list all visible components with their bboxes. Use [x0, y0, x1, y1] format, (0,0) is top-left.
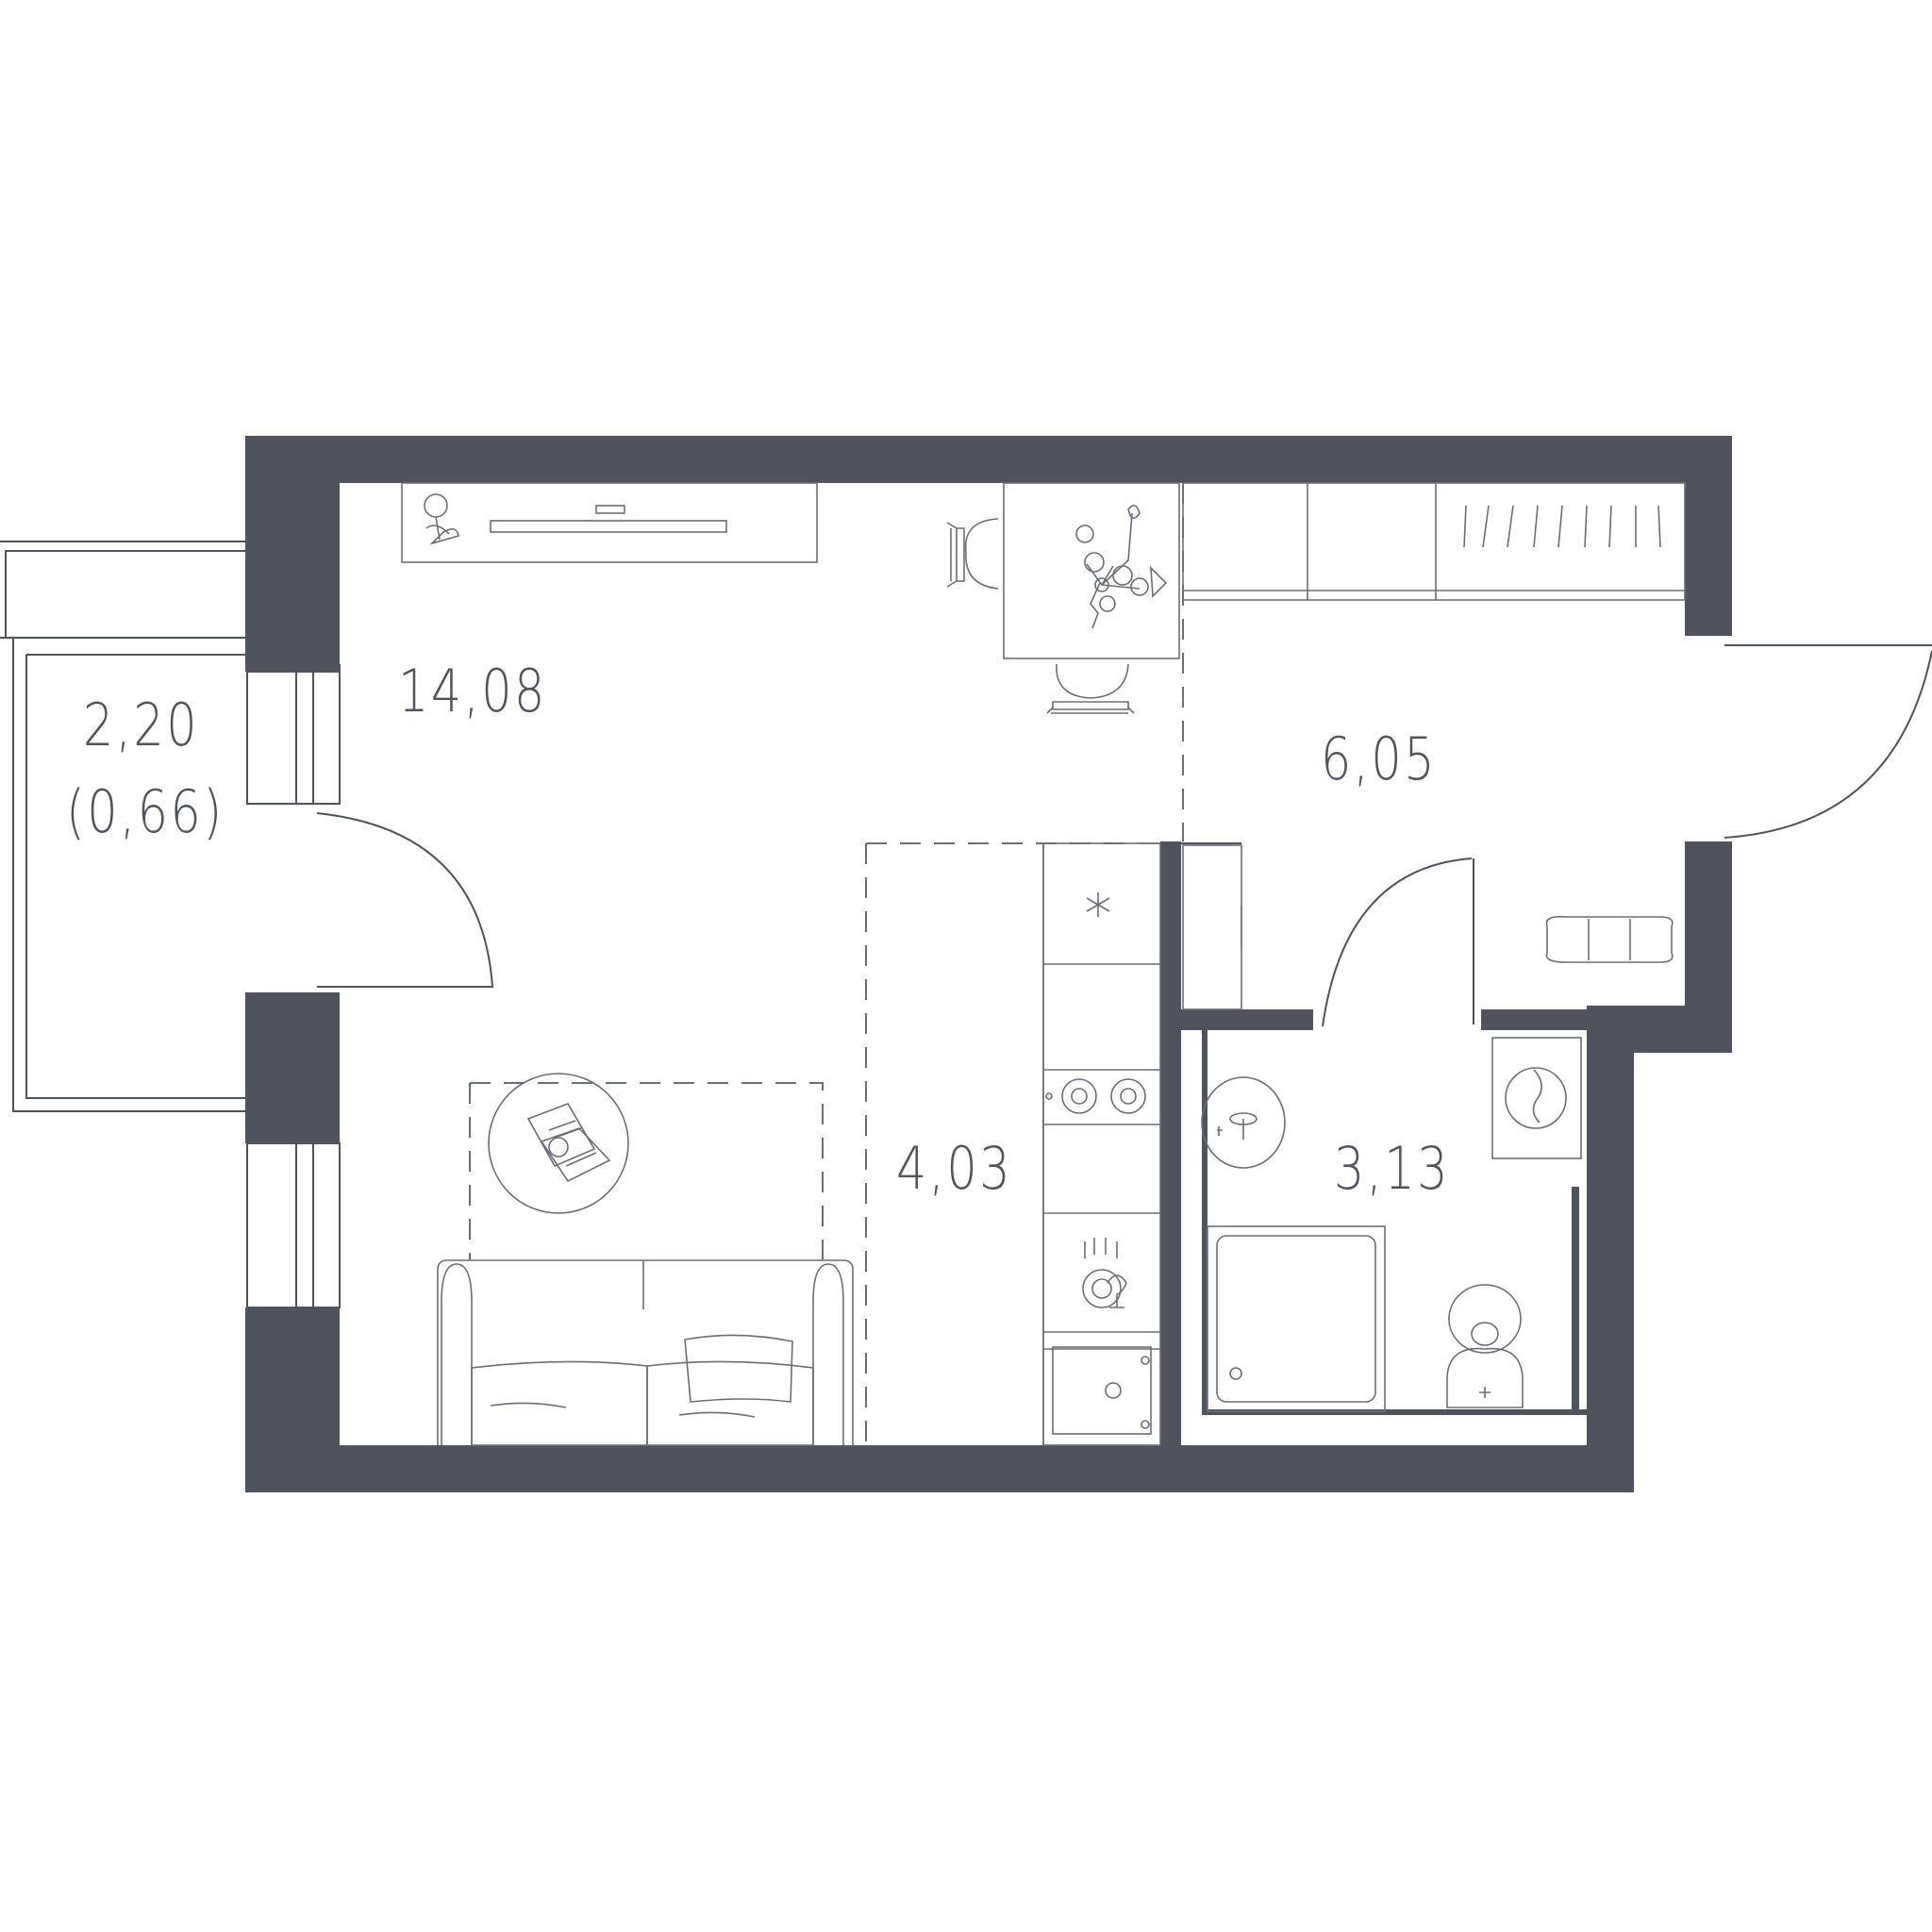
washing-machine-icon	[1491, 1037, 1582, 1159]
sofa-arm-left	[441, 1263, 473, 1445]
balcony	[0, 541, 248, 1112]
dining-table	[946, 482, 1180, 714]
wardrobe	[1182, 482, 1686, 601]
wall-bath-inner-bottom	[1202, 1409, 1589, 1415]
pouf-icon	[1545, 915, 1674, 963]
wardrobe-body	[1182, 482, 1686, 601]
balcony-door-swing	[316, 812, 494, 988]
chair-bottom-icon	[1046, 663, 1135, 714]
chair-left-icon	[946, 518, 999, 590]
balcony-door	[316, 812, 494, 988]
sofa-cushion-left	[471, 1360, 648, 1446]
window-lower	[246, 1142, 341, 1308]
flowers-icon	[1075, 505, 1168, 629]
room-area-kitchen: 4,03	[896, 1134, 1013, 1203]
plant-small-icon	[424, 493, 459, 545]
zone-lines	[469, 483, 1184, 1445]
wall-bath-top-left	[1160, 1009, 1313, 1030]
bathroom-door-swing	[1322, 858, 1473, 1027]
wall-kitchen-bath	[1160, 841, 1181, 1492]
kitchen-counter	[1042, 842, 1161, 1446]
room-area-living: 14,08	[398, 657, 547, 725]
walls	[245, 436, 1732, 1492]
shower-tray-icon	[1207, 1225, 1386, 1412]
wall-left-upper	[245, 436, 340, 672]
entry-door-swing	[1724, 650, 1932, 839]
window-upper	[246, 664, 341, 805]
coffee-table	[488, 1073, 629, 1214]
wall-bottom	[245, 1445, 1634, 1492]
hangers-icon	[1463, 505, 1661, 548]
zone-rug	[469, 1082, 824, 1260]
room-area-balcony-reduced: (0,66)	[66, 777, 225, 846]
wall-top	[245, 436, 1732, 483]
stove-icon	[1045, 1078, 1146, 1114]
toilet-icon	[1446, 1284, 1524, 1408]
balcony-outline-inner	[25, 654, 247, 1099]
room-area-balcony: 2,20	[83, 691, 200, 759]
window-upper-frame	[246, 671, 341, 805]
wall-right-upper	[1685, 436, 1732, 636]
shoe-cabinet	[1182, 844, 1242, 1010]
tv-console	[401, 482, 818, 563]
kitchen-unit	[1042, 842, 1161, 1446]
table-top	[1003, 482, 1180, 659]
magazines-icon	[526, 1103, 611, 1183]
entry-door	[1724, 644, 1932, 839]
balcony-outline-outer	[0, 637, 247, 1112]
sofa-arm-right	[812, 1263, 844, 1445]
wall-bath-niche	[1572, 1187, 1579, 1411]
window-lower-frame	[246, 1142, 341, 1308]
room-area-hall: 6,05	[1321, 724, 1438, 793]
room-area-bathroom: 3,13	[1334, 1134, 1451, 1203]
sink-bathroom-icon	[1201, 1076, 1286, 1169]
sofa	[437, 1259, 854, 1446]
tv-icon	[490, 520, 727, 533]
sink-icon	[1052, 1346, 1152, 1435]
bathroom-door	[1322, 858, 1474, 1027]
dishwasher-icon	[1082, 1238, 1127, 1308]
sofa-body	[437, 1259, 854, 1445]
wall-left-middle	[245, 992, 340, 1143]
balcony-bench	[5, 550, 248, 639]
shoe-cabinet-body	[1182, 844, 1242, 1010]
wall-bath-inner-left	[1202, 1028, 1208, 1415]
sofa-cushion-right	[646, 1360, 814, 1446]
fridge-snowflake-icon	[1086, 892, 1110, 917]
wall-bath-top-right	[1481, 1009, 1596, 1030]
coffee-table-top	[488, 1073, 629, 1214]
tv-console-body	[401, 482, 818, 563]
wall-bathroom-right	[1587, 1006, 1634, 1492]
pillow-icon	[684, 1334, 793, 1403]
